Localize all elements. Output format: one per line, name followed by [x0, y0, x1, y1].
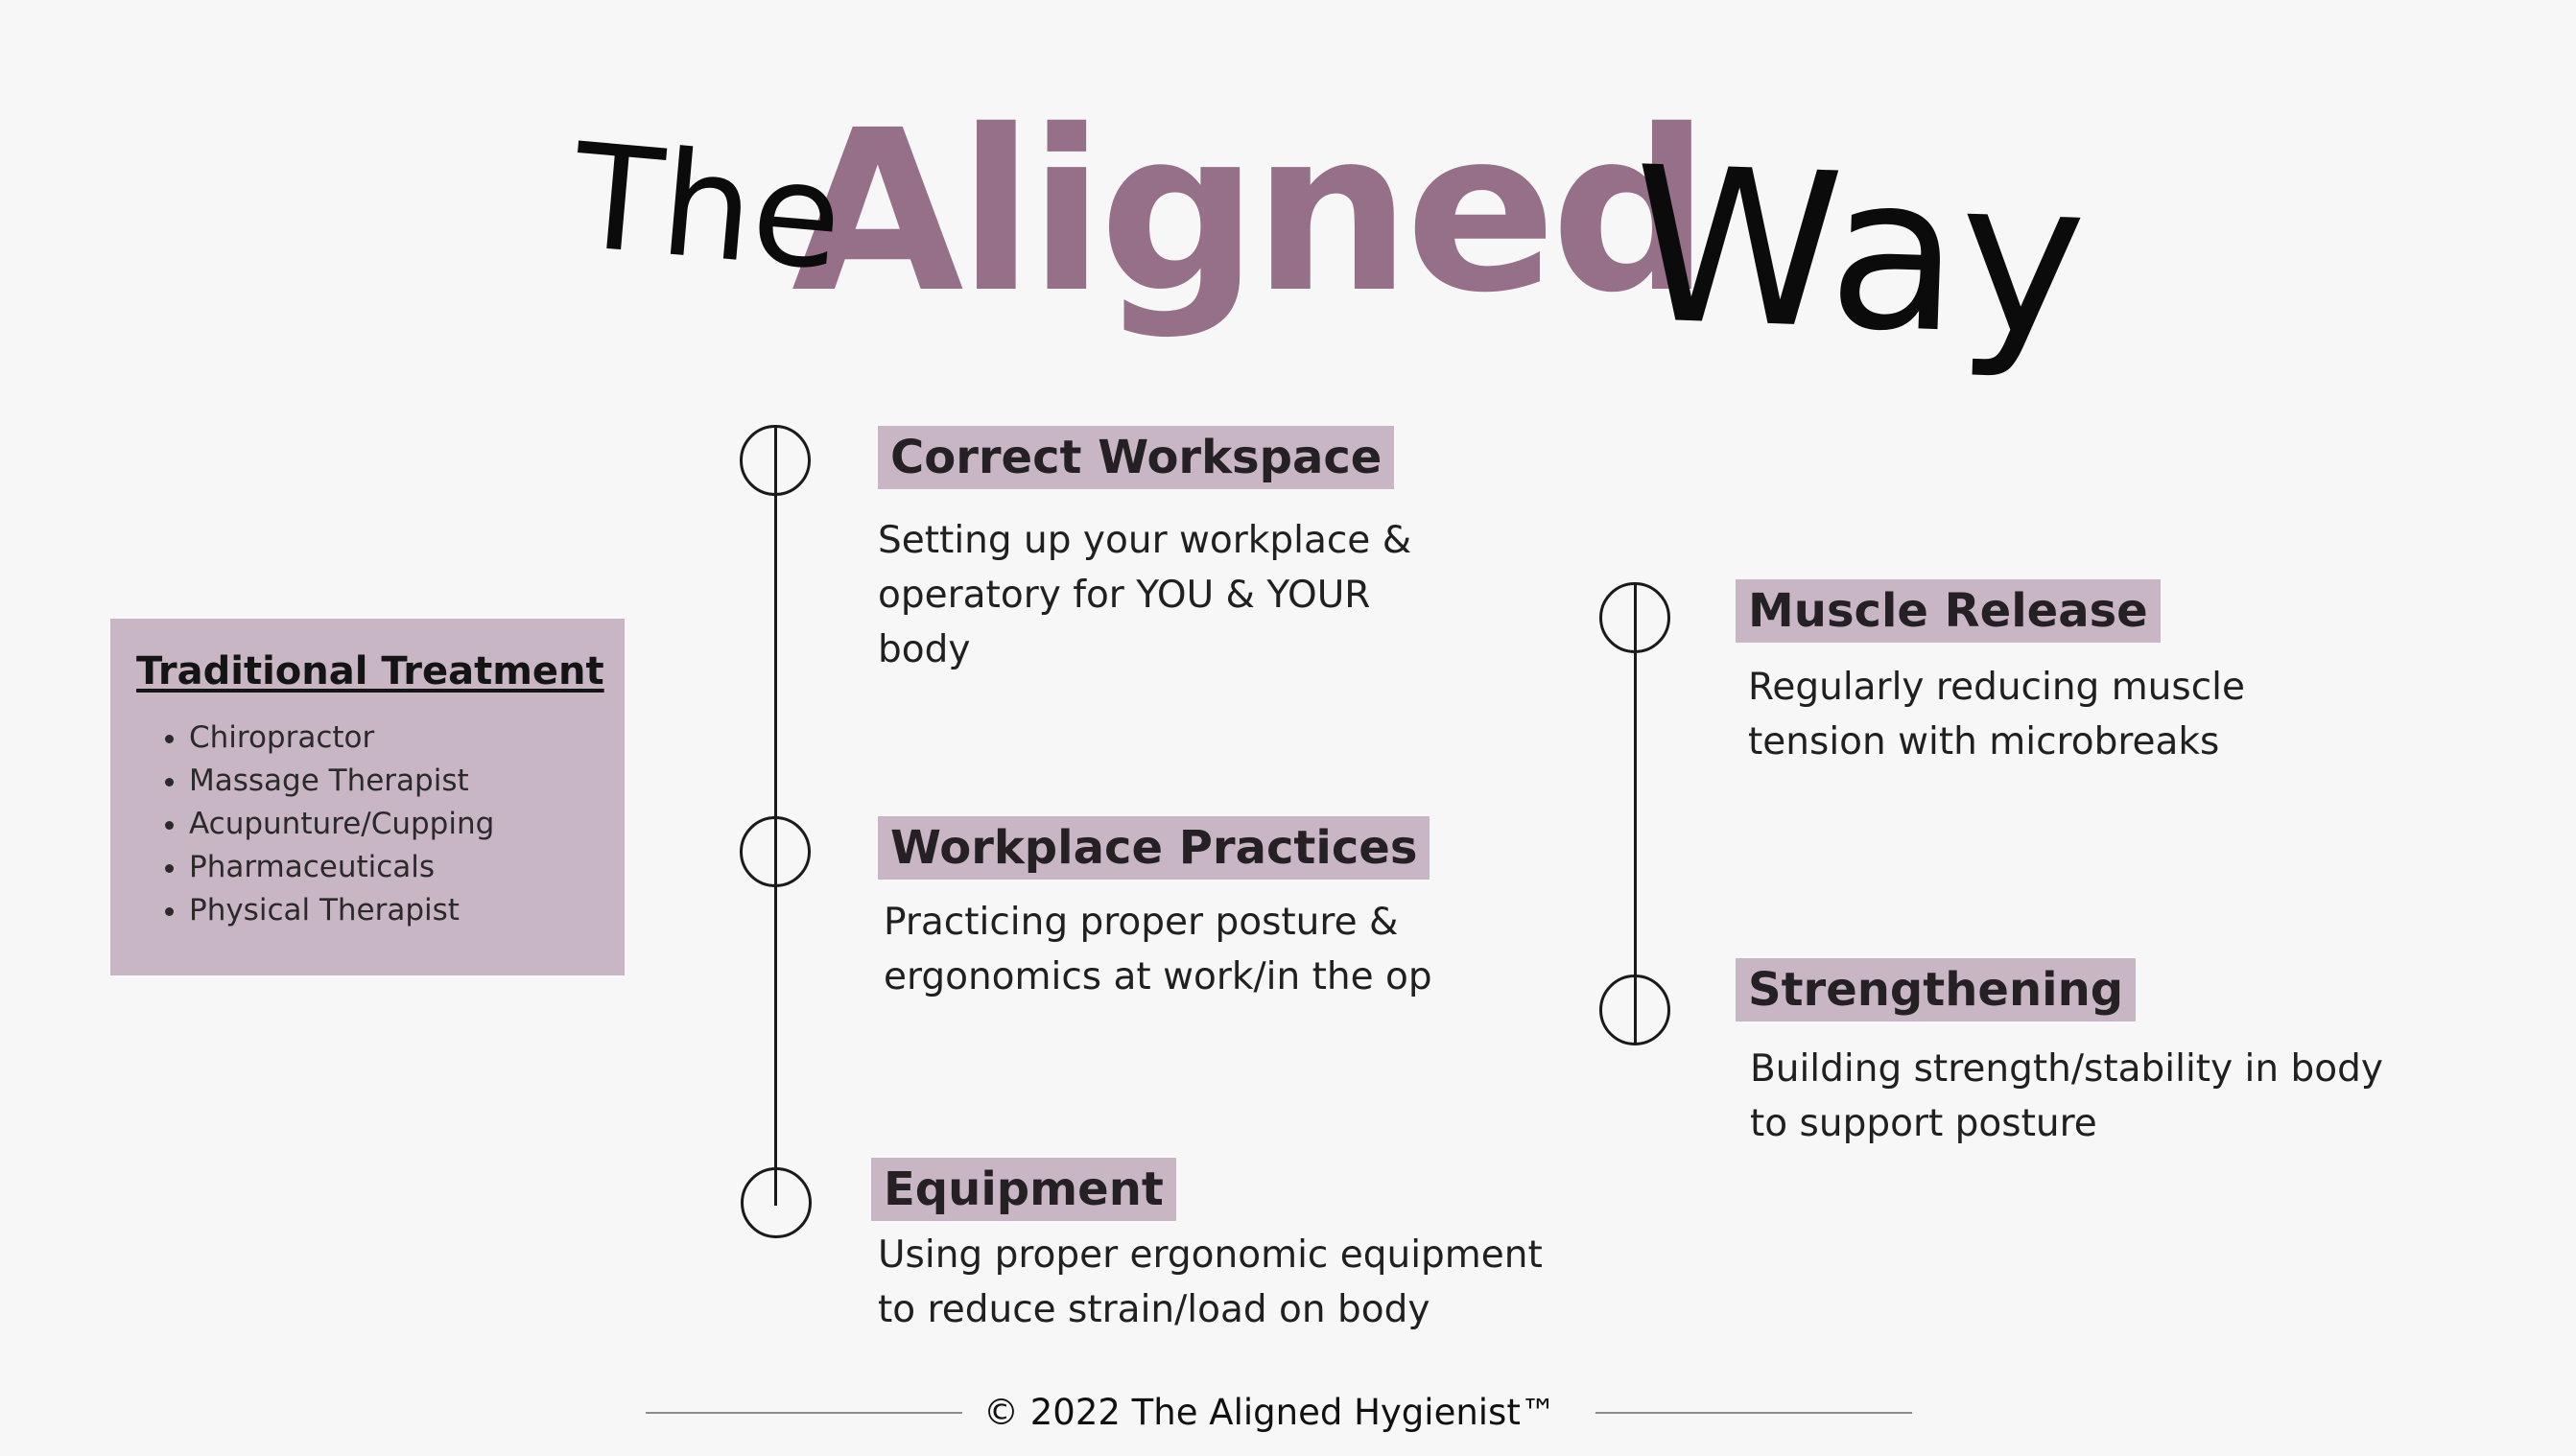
footer-divider-right [1595, 1412, 1912, 1414]
description-line: operatory for YOU & YOUR [878, 574, 1371, 617]
description-correct-workspace: Setting up your workplace & operatory fo… [878, 513, 1411, 677]
title-word-aligned: Aligned [792, 82, 1710, 341]
traditional-treatment-panel: Traditional Treatment Chiropractor Massa… [110, 619, 625, 975]
description-line: body [878, 628, 971, 671]
timeline-node-divider [1634, 975, 1637, 1045]
list-item: Chiropractor [189, 716, 625, 760]
timeline-line-right [1634, 619, 1637, 1010]
traditional-treatment-list: Chiropractor Massage Therapist Acupuntur… [136, 716, 625, 932]
timeline-node-divider [1634, 582, 1637, 653]
title-word-the: The [566, 113, 848, 303]
timeline-node-equipment [741, 1167, 812, 1238]
heading-equipment: Equipment [871, 1158, 1176, 1221]
description-strengthening: Building strength/stability in body to s… [1750, 1042, 2383, 1151]
title-word-way: Way [1627, 122, 2091, 386]
list-item: Physical Therapist [189, 889, 625, 932]
timeline-node-divider [774, 425, 777, 496]
description-muscle-release: Regularly reducing muscle tension with m… [1748, 660, 2245, 769]
footer-copyright: © 2022 The Aligned Hygienist™ [983, 1392, 1556, 1433]
heading-strengthening: Strengthening [1736, 958, 2137, 1022]
description-line: to reduce strain/load on body [878, 1288, 1430, 1331]
description-equipment: Using proper ergonomic equipment to redu… [878, 1228, 1543, 1337]
description-workplace-practices: Practicing proper posture & ergonomics a… [884, 895, 1432, 1004]
description-line: ergonomics at work/in the op [884, 955, 1432, 998]
description-line: Regularly reducing muscle [1748, 666, 2245, 709]
footer-divider-left [646, 1412, 962, 1414]
list-item: Massage Therapist [189, 760, 625, 803]
heading-muscle-release: Muscle Release [1736, 579, 2161, 643]
description-line: Setting up your workplace & [878, 519, 1412, 562]
traditional-treatment-title: Traditional Treatment [136, 649, 604, 693]
list-item: Acupunture/Cupping [189, 803, 625, 846]
list-item: Pharmaceuticals [189, 846, 625, 889]
description-line: Building strength/stability in body [1750, 1047, 2383, 1091]
description-line: Using proper ergonomic equipment [878, 1233, 1543, 1277]
description-line: to support posture [1750, 1102, 2097, 1145]
description-line: tension with microbreaks [1748, 720, 2220, 763]
heading-correct-workspace: Correct Workspace [878, 426, 1395, 489]
heading-workplace-practices: Workplace Practices [878, 816, 1430, 880]
description-line: Practicing proper posture & [884, 901, 1399, 944]
timeline-node-divider [774, 816, 777, 887]
